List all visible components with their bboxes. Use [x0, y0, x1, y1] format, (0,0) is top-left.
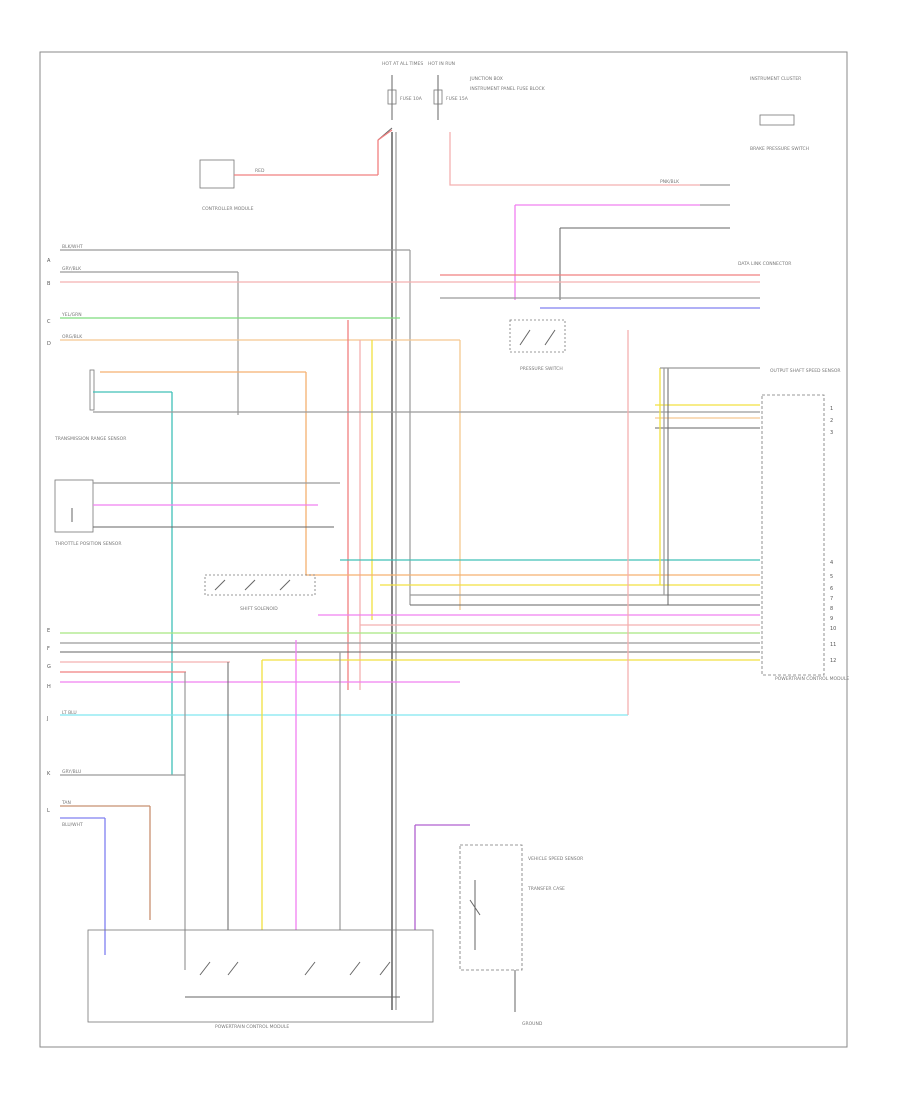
diagram-frame: [39, 51, 848, 1048]
left-pin-g: G: [47, 664, 51, 670]
left-pin-a: A: [47, 258, 51, 264]
bus-label-2: GRY/BLK: [62, 266, 82, 272]
ground-label: GROUND: [522, 1021, 543, 1027]
solenoid-group: SHIFT SOLENOID: [204, 574, 316, 612]
brake-switch-contact-1: [519, 329, 531, 346]
wire-pink-feed: [449, 132, 700, 186]
tr-connector: [89, 369, 95, 411]
right-pin-9: 9: [830, 616, 833, 622]
left-pin-h: H: [47, 684, 51, 690]
vss-label: VEHICLE SPEED SENSOR: [528, 856, 583, 862]
right-pin-12: 12: [830, 658, 836, 664]
brake-switch-region: PRESSURE SWITCH: [509, 319, 566, 372]
right-pin-2: 2: [830, 418, 833, 424]
right-pin-8: 8: [830, 606, 833, 612]
lower-wires: LT BLU GRY/BLU TAN BLU/WHT: [60, 330, 629, 970]
left-pin-b: B: [47, 281, 51, 287]
bus-label-3: YEL/GRN: [61, 312, 82, 318]
bottom-module-label: POWERTRAIN CONTROL MODULE: [215, 1024, 289, 1030]
fuse-right-symbol: [433, 89, 443, 105]
controller-label: CONTROLLER MODULE: [202, 206, 254, 212]
solenoid-contact-2: [244, 579, 256, 591]
cluster-connector: [759, 114, 795, 126]
data-link-label: DATA LINK CONNECTOR: [738, 261, 791, 267]
wire-red-controller-switch: [377, 129, 393, 141]
left-pin-j: J: [46, 716, 48, 722]
pcm-connector: POWERTRAIN CONTROL MODULE 1 2 3 4 5 6 7 …: [60, 394, 849, 682]
tps-region: THROTTLE POSITION SENSOR TRANSMISSION RA…: [54, 369, 760, 775]
bus-label-4: ORG/BLK: [62, 334, 83, 340]
left-pin-k: K: [47, 771, 51, 777]
bottom-module-box: [87, 929, 434, 1023]
left-pin-e: E: [47, 628, 50, 634]
right-pin-11: 11: [830, 642, 836, 648]
transfer-case-label: TRANSFER CASE: [527, 886, 565, 892]
bus-label-1: BLK/WHT: [62, 244, 83, 250]
bottom-switch-2: [227, 961, 239, 976]
pressure-switch-label: PRESSURE SWITCH: [520, 366, 563, 372]
controller-box: [199, 159, 235, 189]
left-pin-l: L: [47, 808, 50, 814]
low-label-gray: GRY/BLU: [62, 769, 81, 775]
left-pins: A B C D E F G H J K L: [46, 258, 51, 814]
solenoid-contact-3: [279, 579, 291, 591]
brake-switch-box: [509, 319, 566, 353]
brake-switch-contact-2: [544, 329, 556, 346]
right-pin-5: 5: [830, 574, 833, 580]
junction-box-label: JUNCTION BOX: [469, 76, 503, 82]
right-pin-3: 3: [830, 430, 833, 436]
vss-symbol: [469, 899, 481, 916]
wire-label-pink: PNK/BLK: [660, 179, 680, 185]
fuse-10a-label: FUSE 10A: [400, 96, 423, 102]
power-feed: HOT AT ALL TIMES HOT IN RUN FUSE 10A FUS…: [377, 61, 546, 1010]
right-pin-6: 6: [830, 586, 833, 592]
hot-at-all-times-label: HOT AT ALL TIMES: [382, 61, 423, 67]
right-pin-1: 1: [830, 406, 833, 412]
pcm-label: POWERTRAIN CONTROL MODULE: [775, 676, 849, 682]
solenoid-contact-1: [214, 579, 226, 591]
vss-region: VEHICLE SPEED SENSOR TRANSFER CASE GROUN…: [459, 844, 583, 1027]
fuse-15a-label: FUSE 15A: [446, 96, 469, 102]
low-label-blue: BLU/WHT: [62, 822, 83, 828]
cluster-label: INSTRUMENT CLUSTER: [750, 76, 801, 82]
vertical-wires: [100, 320, 373, 690]
wire-label-red: RED: [255, 168, 265, 174]
low-label-brown: TAN: [61, 800, 71, 806]
bottom-switch-5: [379, 961, 391, 976]
horizontal-bus: BLK/WHT GRY/BLK YEL/GRN ORG/BLK: [60, 244, 760, 610]
throttle-sensor-box: [54, 479, 94, 533]
left-pin-d: D: [47, 341, 51, 347]
right-pin-10: 10: [830, 626, 836, 632]
output-shaft-label: OUTPUT SHAFT SPEED SENSOR: [770, 368, 841, 374]
fuse-left-symbol: [387, 89, 397, 105]
throttle-sensor-label: THROTTLE POSITION SENSOR: [54, 541, 121, 547]
right-pin-7: 7: [830, 596, 833, 602]
instrument-cluster: INSTRUMENT CLUSTER BRAKE PRESSURE SWITCH…: [738, 76, 809, 267]
low-label-cyan: LT BLU: [62, 710, 77, 716]
vss-box: [459, 844, 523, 971]
bottom-switch-3: [304, 961, 316, 976]
pcm-box: [761, 394, 825, 676]
bottom-module: POWERTRAIN CONTROL MODULE: [87, 929, 434, 1030]
hot-in-run-label: HOT IN RUN: [428, 61, 455, 67]
brake-switch-label: BRAKE PRESSURE SWITCH: [750, 146, 809, 152]
right-pin-4: 4: [830, 560, 833, 566]
solenoid-label: SHIFT SOLENOID: [240, 606, 278, 612]
left-pin-c: C: [47, 319, 51, 325]
left-pin-f: F: [47, 646, 50, 652]
bottom-switch-1: [199, 961, 211, 976]
instrument-panel-fuse-label: INSTRUMENT PANEL FUSE BLOCK: [470, 86, 546, 92]
bottom-switch-4: [349, 961, 361, 976]
tr-sensor-label: TRANSMISSION RANGE SENSOR: [54, 436, 126, 442]
solenoid-box: [204, 574, 316, 596]
